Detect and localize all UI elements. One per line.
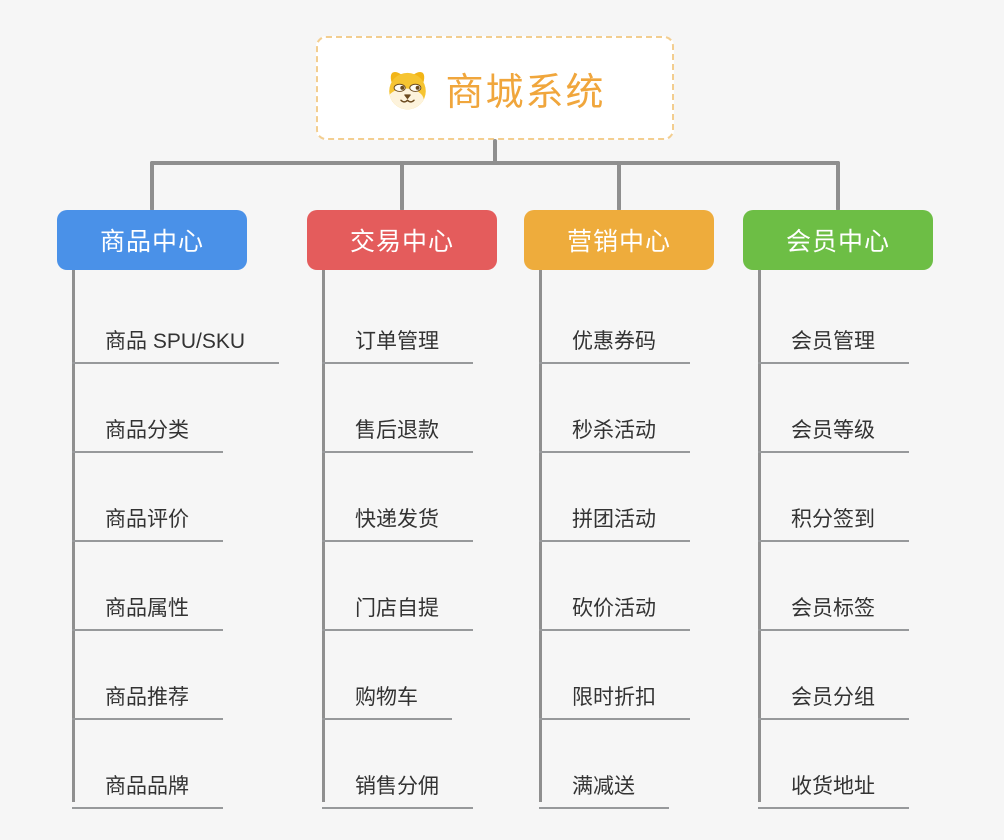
branch-column-trade: 交易中心 订单管理售后退款快递发货门店自提购物车销售分佣	[307, 210, 547, 810]
leaf-node[interactable]: 拼团活动	[539, 493, 690, 542]
connector-drop-trade	[400, 161, 404, 211]
branch-label: 会员中心	[785, 228, 890, 256]
leaf-node[interactable]: 快递发货	[322, 493, 473, 542]
branch-column-member: 会员中心 会员管理会员等级积分签到会员标签会员分组收货地址	[743, 210, 983, 810]
leaf-node[interactable]: 购物车	[322, 671, 452, 720]
connector-drop-goods	[150, 161, 154, 211]
branch-column-marketing: 营销中心 优惠券码秒杀活动拼团活动砍价活动限时折扣满减送	[524, 210, 764, 810]
leaf-node[interactable]: 会员管理	[758, 315, 909, 364]
branch-column-goods: 商品中心 商品 SPU/SKU 商品分类商品评价商品属性商品推荐商品品牌	[57, 210, 297, 810]
leaf-node[interactable]: 满减送	[539, 760, 669, 809]
connector-trunk-marketing	[539, 270, 542, 802]
branch-label: 商品中心	[99, 228, 204, 256]
branch-node-trade[interactable]: 交易中心	[307, 210, 497, 270]
leaf-node[interactable]: 秒杀活动	[539, 404, 690, 453]
connector-root-vertical	[493, 139, 497, 164]
branch-node-marketing[interactable]: 营销中心	[524, 210, 714, 270]
leaf-node[interactable]: 商品品牌	[72, 760, 223, 809]
leaf-node[interactable]: 售后退款	[322, 404, 473, 453]
leaf-node[interactable]: 商品分类	[72, 404, 223, 453]
leaf-node[interactable]: 砍价活动	[539, 582, 690, 631]
leaf-node[interactable]: 订单管理	[322, 315, 473, 364]
connector-trunk-member	[758, 270, 761, 802]
root-node[interactable]: 商城系统	[316, 36, 674, 140]
branch-node-goods[interactable]: 商品中心	[57, 210, 247, 270]
leaf-node[interactable]: 商品 SPU/SKU	[72, 315, 280, 364]
leaf-node[interactable]: 限时折扣	[539, 671, 690, 720]
connector-drop-member	[836, 161, 840, 211]
leaf-node[interactable]: 商品属性	[72, 582, 223, 631]
leaf-list-trade: 订单管理售后退款快递发货门店自提购物车销售分佣	[322, 210, 547, 810]
branch-node-member[interactable]: 会员中心	[743, 210, 933, 270]
root-title: 商城系统	[445, 71, 606, 114]
connector-trunk-trade	[322, 270, 325, 802]
leaf-node[interactable]: 门店自提	[322, 582, 473, 631]
leaf-node[interactable]: 商品推荐	[72, 671, 223, 720]
leaf-node[interactable]: 会员等级	[758, 404, 909, 453]
leaf-node[interactable]: 商品评价	[72, 493, 223, 542]
leaf-node[interactable]: 会员分组	[758, 671, 909, 720]
connector-root-horizontal	[150, 161, 840, 165]
leaf-node[interactable]: 会员标签	[758, 582, 909, 631]
leaf-node[interactable]: 收货地址	[758, 760, 909, 809]
leaf-node[interactable]: 积分签到	[758, 493, 909, 542]
leaf-node[interactable]: 优惠券码	[539, 315, 690, 364]
branch-label: 交易中心	[349, 228, 454, 256]
leaf-list-goods: 商品 SPU/SKU 商品分类商品评价商品属性商品推荐商品品牌	[72, 210, 297, 810]
leaf-node[interactable]: 销售分佣	[322, 760, 473, 809]
connector-trunk-goods	[72, 270, 75, 802]
connector-drop-marketing	[617, 161, 621, 211]
branch-label: 营销中心	[566, 228, 671, 256]
leaf-list-member: 会员管理会员等级积分签到会员标签会员分组收货地址	[758, 210, 983, 810]
leaf-list-marketing: 优惠券码秒杀活动拼团活动砍价活动限时折扣满减送	[539, 210, 764, 810]
doge-icon	[389, 71, 427, 109]
